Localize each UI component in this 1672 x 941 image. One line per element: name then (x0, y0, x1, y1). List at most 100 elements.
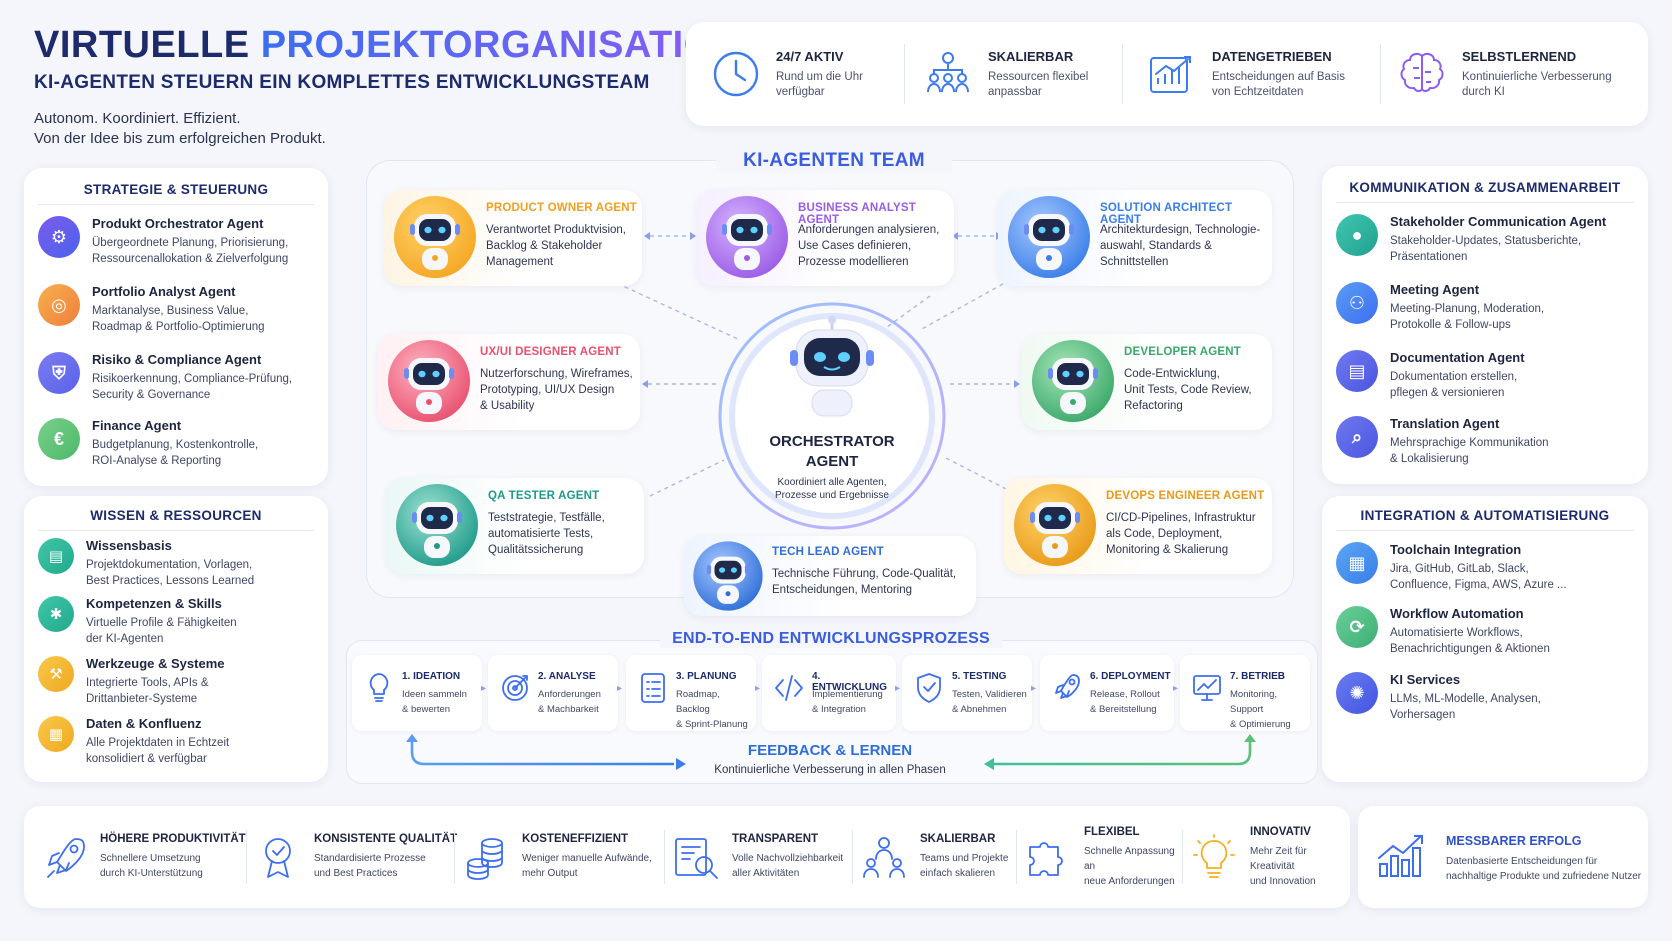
team-title: KI-AGENTEN TEAM (716, 150, 952, 172)
item-desc-line: der KI-Agenten (86, 633, 164, 645)
item-desc-line: Virtuelle Profile & Fähigkeiten (86, 617, 237, 629)
step-desc-line: Roadmap, Backlog (676, 689, 720, 715)
item-desc: Virtuelle Profile & Fähigkeiten der KI-Ag… (86, 615, 237, 647)
item-desc-line: Roadmap & Portfolio-Optimierung (92, 321, 265, 333)
arrow-right-icon: ▸ (895, 683, 901, 694)
feature-desc-line: Rund um die Uhr (776, 70, 863, 83)
step-desc-line: & bewerten (402, 704, 451, 715)
item-desc: Integrierte Tools, APIs &Drittanbieter-S… (86, 675, 225, 707)
people-icon (863, 837, 905, 878)
agent-desc: Nutzerforschung, Wireframes,Prototyping,… (480, 366, 633, 414)
feedback-title: FEEDBACK & LERNEN (747, 742, 913, 759)
step-name: 5. TESTING (952, 671, 1007, 682)
step-name: 7. BETRIEB (1230, 671, 1286, 682)
orchestrator-desc-line: Prozesse und Ergebnisse (775, 490, 889, 501)
arrow-right-icon: ▸ (617, 683, 623, 694)
item-desc-line: Security & Governance (92, 389, 211, 401)
translation-icon: ⌕ (1336, 416, 1378, 458)
agent-card-ux[interactable]: UX/UI DESIGNER AGENT Nutzerforschung, Wir… (378, 334, 640, 430)
agent-desc-line: auswahl, Standards & (1100, 240, 1212, 252)
stakeholder-icon: ● (1336, 214, 1378, 256)
workflow-icon: ⟳ (1336, 606, 1378, 648)
agent-desc: Teststrategie, Testfälle,automatisierte … (488, 510, 605, 558)
portfolio-icon: ◎ (38, 284, 80, 326)
benefit-title: KOSTENEFFIZIENT (522, 833, 629, 845)
panel-integration: INTEGRATION & AUTOMATISIERUNG ▦Toolchain… (1322, 496, 1648, 782)
brain-icon (1400, 52, 1444, 92)
success-desc-line: Datenbasierte Entscheidungen für (1446, 856, 1598, 867)
robot-avatar-icon (1008, 196, 1090, 278)
item-desc-line: Präsentationen (1390, 251, 1468, 263)
agent-desc-line: Backlog & Stakeholder (486, 240, 603, 252)
item-desc-line: Alle Projektdaten in Echtzeit (86, 737, 230, 749)
code-icon (775, 675, 803, 701)
feedback-desc: Kontinuierliche Verbesserung in allen Ph… (714, 764, 946, 776)
agent-desc-line: Use Cases definieren, (798, 240, 912, 252)
agent-desc-line: Unit Tests, Code Review, (1124, 384, 1252, 396)
ai-services-icon: ✺ (1336, 672, 1378, 714)
robot-avatar-icon (1032, 340, 1114, 422)
section-title: WISSEN & RESSOURCEN (90, 508, 262, 523)
clock-icon (713, 51, 759, 97)
item-desc-line: Budgetplanung, Kostenkontrolle, (92, 439, 259, 451)
divider (1016, 830, 1017, 884)
growth-chart-icon (1378, 835, 1423, 877)
step-desc-line: & Integration (812, 704, 866, 715)
panel-communication: KOMMUNIKATION & ZUSAMMENARBEIT ●Stakehol… (1322, 166, 1648, 484)
item-desc-line: Projektdokumentation, Vorlagen, (86, 559, 253, 571)
benefit-item: KOSTENEFFIZIENT Weniger manuelle Aufwände… (462, 812, 668, 902)
robot-avatar-icon (693, 541, 763, 611)
feature-title: SELBSTLERNEND (1462, 48, 1577, 64)
item-desc-line: Ressourcenallokation & Zielverfolgung (92, 253, 289, 265)
benefit-title: KONSISTENTE QUALITÄT (314, 833, 458, 845)
item-title: Documentation Agent (1390, 350, 1525, 365)
agent-name: UX/UI DESIGNER AGENT (480, 346, 621, 358)
agent-desc-line: als Code, Deployment, (1106, 528, 1223, 540)
agent-desc-line: Entscheidungen, Mentoring (772, 584, 913, 596)
benefit-desc: Weniger manuelle Aufwände,mehr Output (522, 851, 652, 881)
benefits-bar (24, 806, 1350, 908)
benefit-title: FLEXIBEL (1084, 825, 1140, 838)
item-desc: LLMs, ML-Modelle, Analysen,Vorhersagen (1390, 691, 1541, 723)
item-desc-line: Jira, GitHub, GitLab, Slack, (1390, 563, 1529, 575)
item-desc-line: ROI-Analyse & Reporting (92, 455, 222, 467)
